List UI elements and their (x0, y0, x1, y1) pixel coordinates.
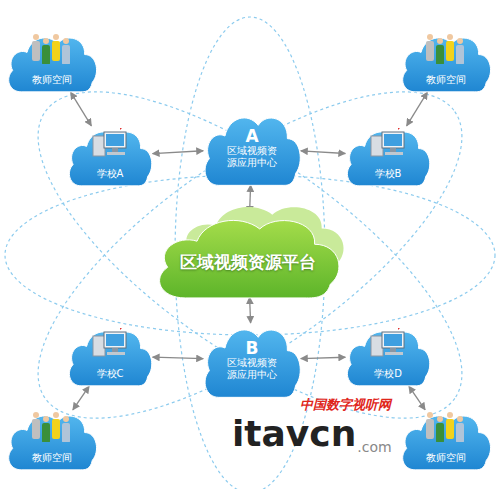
people-icon (424, 32, 468, 64)
link-arrow (71, 92, 92, 126)
link-arrow (301, 357, 346, 358)
teacher-name: 教师空间 (32, 74, 72, 86)
link-arrow (409, 386, 425, 410)
teacher-name: 教师空间 (426, 74, 466, 86)
computer-icon (368, 128, 408, 158)
center-letter: B (246, 339, 259, 357)
computer-icon (368, 328, 408, 358)
school-cloud: 学校B (343, 124, 433, 188)
school-name: 学校C (97, 368, 124, 380)
platform-cloud: 区域视频资源平台 (150, 209, 346, 301)
school-name: 学校B (375, 168, 402, 180)
center-letter: A (245, 127, 258, 145)
teacher-cloud: 教师空间 (4, 408, 100, 472)
teacher-cloud: 教师空间 (398, 30, 494, 94)
link-arrow (301, 151, 346, 154)
link-arrow (249, 297, 251, 323)
teacher-name: 教师空间 (426, 452, 466, 464)
people-icon (30, 410, 74, 442)
center-cloud: A区域视频资源应用中心 (200, 108, 304, 188)
computer-icon (90, 128, 130, 158)
computer-icon (90, 328, 130, 358)
school-cloud: 学校D (343, 324, 433, 388)
people-icon (424, 410, 468, 442)
link-arrow (153, 151, 204, 154)
teacher-cloud: 教师空间 (398, 408, 494, 472)
people-icon (30, 32, 74, 64)
center-cloud: B区域视频资源应用中心 (200, 320, 304, 400)
center-name: 区域视频资源应用中心 (226, 357, 278, 381)
school-name: 学校A (97, 168, 124, 180)
school-cloud: 学校C (65, 324, 155, 388)
link-arrow (73, 386, 89, 410)
center-name: 区域视频资源应用中心 (226, 145, 278, 169)
teacher-cloud: 教师空间 (4, 30, 100, 94)
link-arrow (153, 357, 204, 358)
watermark-logo: itavcn (232, 416, 356, 452)
watermark-chinese: 中国数字视听网 (300, 398, 391, 411)
link-arrow (407, 92, 428, 126)
school-cloud: 学校A (65, 124, 155, 188)
platform-title: 区域视频资源平台 (180, 251, 316, 274)
watermark-domain: .com (357, 440, 391, 454)
teacher-name: 教师空间 (32, 452, 72, 464)
school-name: 学校D (374, 368, 402, 380)
